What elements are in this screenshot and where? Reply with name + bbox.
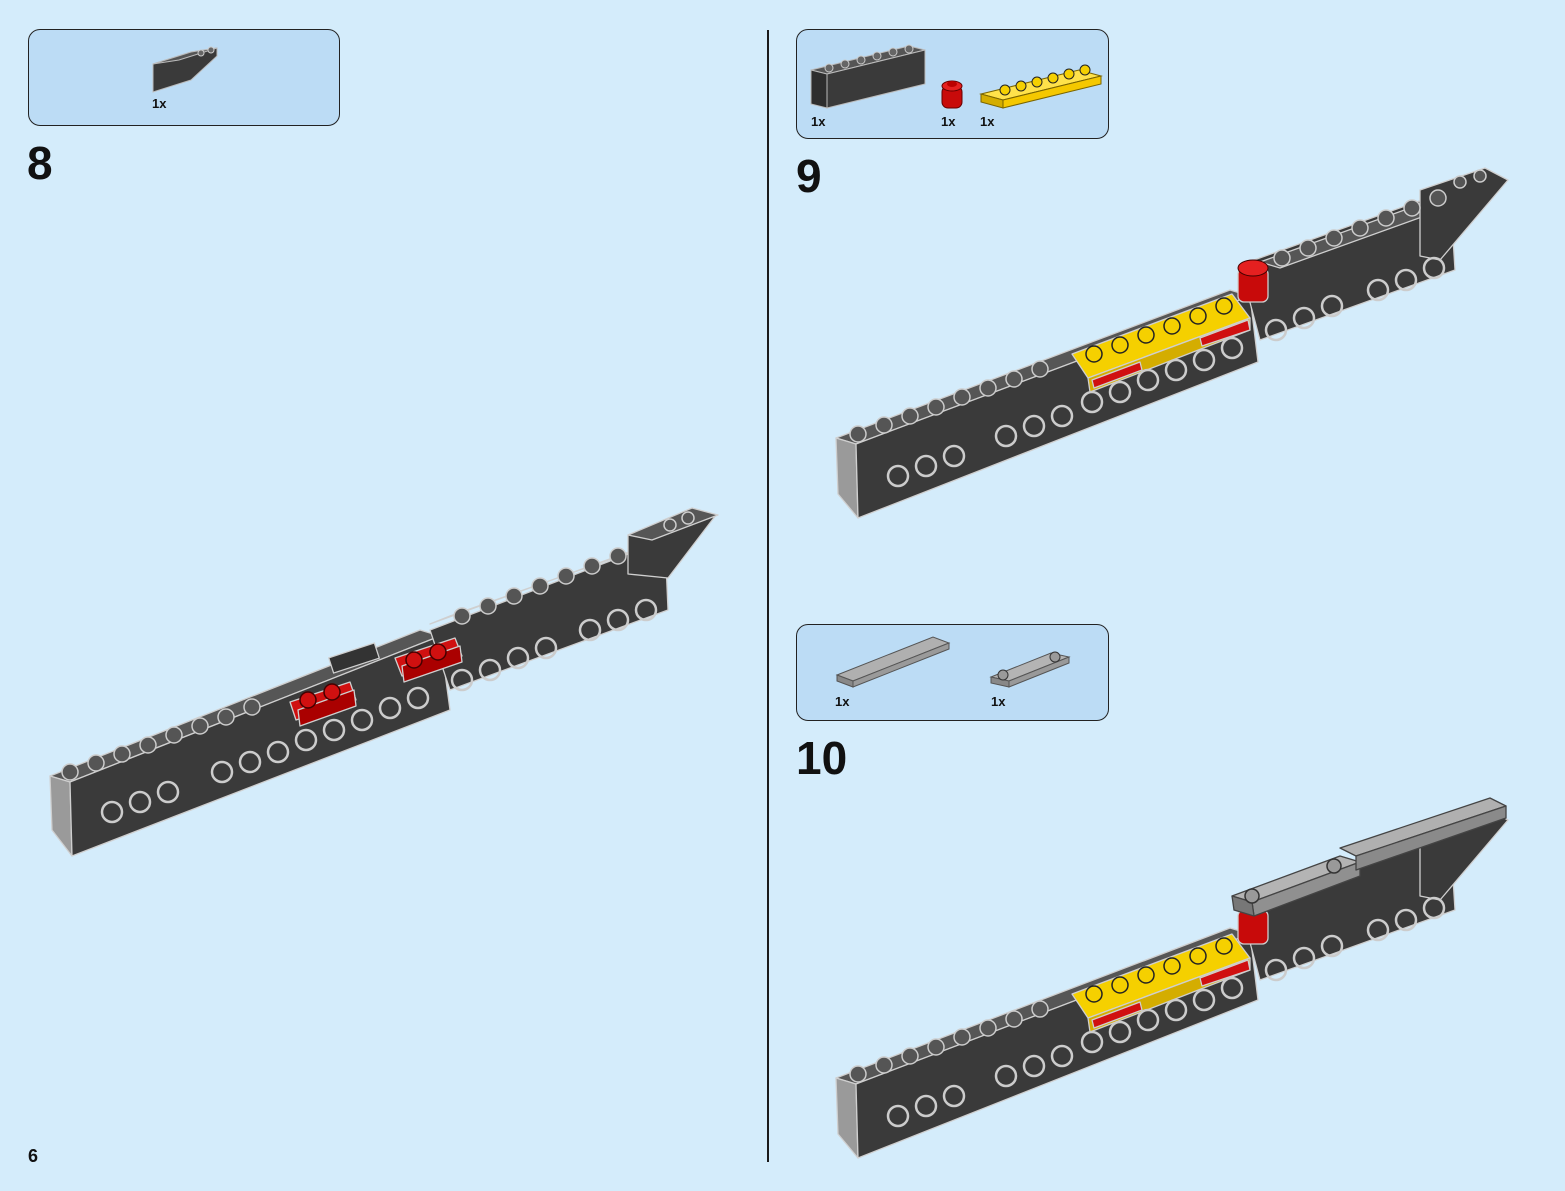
step-number-10: 10	[796, 732, 848, 784]
parts-callout-step-9: 1x 1x 1x	[796, 29, 1109, 139]
part-qty: 1x	[811, 114, 826, 129]
step-8-model-illustration	[49, 507, 719, 857]
step-number-8: 8	[27, 137, 53, 189]
part-qty: 1x	[152, 96, 167, 111]
part-qty: 1x	[835, 694, 850, 709]
step-number-9: 9	[796, 150, 822, 202]
part-qty: 1x	[941, 114, 956, 129]
plate-1x6-part	[979, 64, 1103, 109]
part-qty: 1x	[991, 694, 1006, 709]
slope-brick-part	[152, 46, 218, 93]
parts-callout-step-8: 1x	[28, 29, 340, 126]
page-divider	[767, 30, 769, 1162]
part-qty: 1x	[980, 114, 995, 129]
page-number: 6	[28, 1146, 39, 1166]
tile-1x6-part	[835, 636, 951, 688]
parts-callout-step-10: 1x 1x	[796, 624, 1109, 721]
brick-1x6-part	[810, 44, 926, 109]
round-brick-part	[941, 80, 963, 109]
plate-1x4-part	[989, 651, 1071, 688]
